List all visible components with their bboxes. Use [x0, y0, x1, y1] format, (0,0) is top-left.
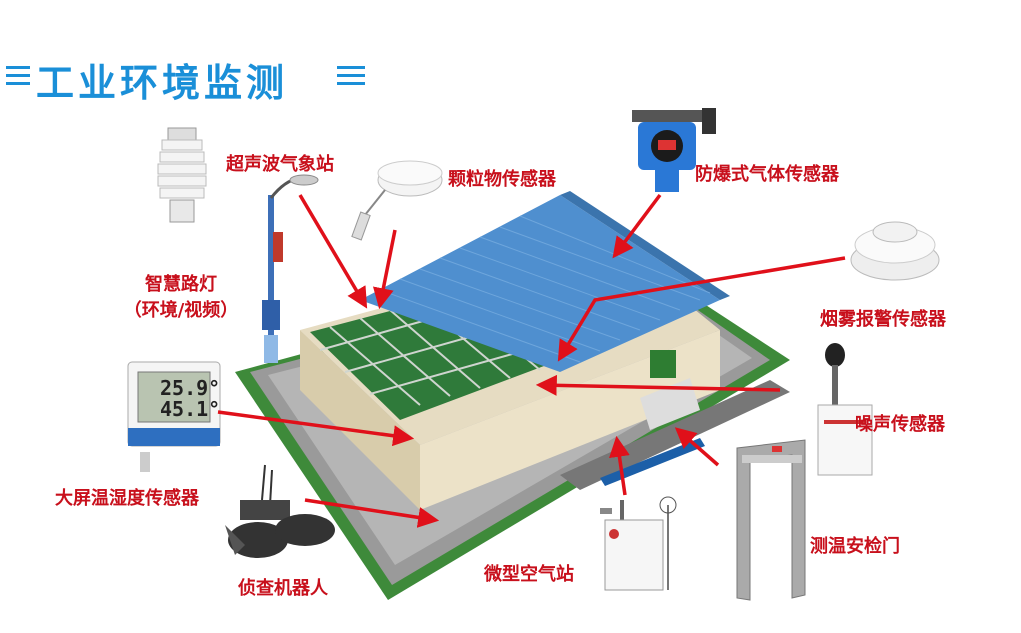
temperature-reading: 25.9°: [160, 376, 220, 400]
title-decoration-left: [6, 66, 30, 90]
mini-air-station-device: [600, 496, 677, 591]
temp-security-gate-device: [736, 439, 806, 601]
explosion-gas-sensor-device: [632, 108, 716, 192]
patrol-robot-device: [225, 464, 335, 558]
label-smart-streetlight: 智慧路灯 （环境/视频）: [96, 272, 266, 324]
label-explosion-gas-sensor: 防爆式气体传感器: [695, 164, 839, 185]
label-smart-streetlight-line1: 智慧路灯: [145, 274, 217, 295]
noise-sensor-device: [817, 343, 873, 476]
label-temp-security-gate: 测温安检门: [810, 536, 900, 557]
title-block: 工业环境监测: [0, 52, 380, 105]
label-noise-sensor: 噪声传感器: [855, 414, 945, 435]
label-mini-air-station: 微型空气站: [484, 564, 574, 585]
factory-site: [235, 191, 790, 600]
smart-streetlight-device: [262, 174, 319, 363]
particle-sensor-device: [351, 160, 443, 241]
pointer-arrows: [217, 193, 846, 528]
label-particle-sensor: 颗粒物传感器: [448, 169, 556, 190]
humidity-reading: 45.1°: [160, 397, 220, 421]
label-big-screen-th-sensor: 大屏温湿度传感器: [55, 488, 199, 509]
title-decoration-right: [337, 66, 365, 90]
big-screen-th-device: [127, 361, 221, 472]
label-smoke-alarm: 烟雾报警传感器: [820, 309, 946, 330]
weather-station-device: [157, 127, 207, 223]
page-title: 工业环境监测: [36, 61, 289, 105]
label-patrol-robot: 侦查机器人: [238, 578, 328, 599]
smoke-alarm-device: [850, 221, 940, 281]
label-weather-station: 超声波气象站: [226, 154, 334, 175]
label-smart-streetlight-line2: （环境/视频）: [123, 300, 239, 321]
